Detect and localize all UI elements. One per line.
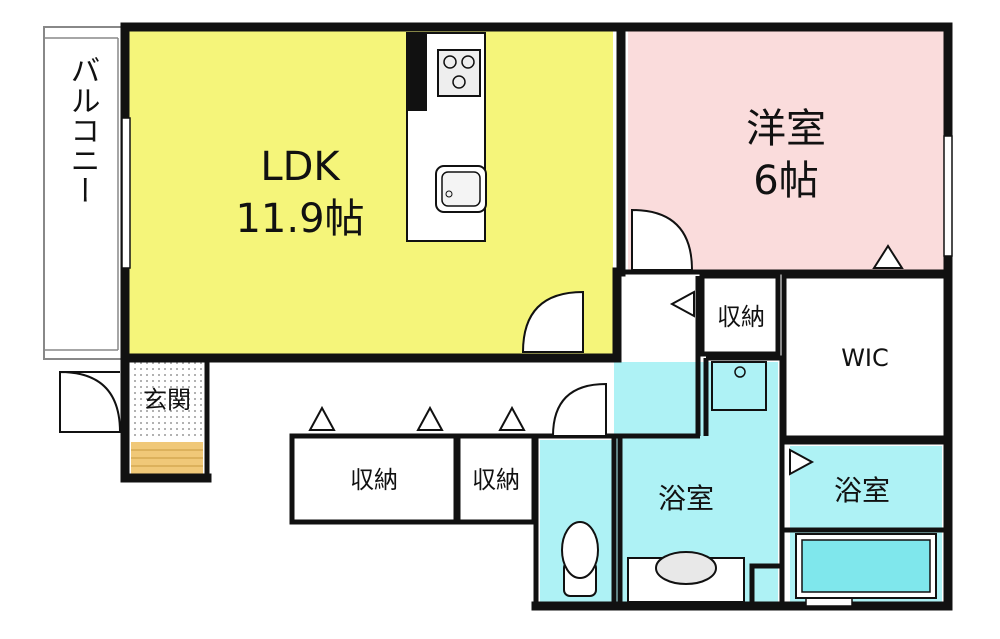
genkan-floor-stripes (131, 449, 203, 467)
toilet-icon (561, 521, 599, 597)
doors (59, 208, 694, 437)
kitchen-counter (406, 32, 487, 242)
laundry-pan-icon (711, 361, 767, 411)
washbasin-icon (627, 551, 745, 603)
balcony (43, 26, 127, 360)
storage-hall-label: 収納 (717, 303, 765, 331)
balcony-label: バルコニー (65, 55, 100, 205)
western-size: 6帖 (753, 158, 818, 204)
ldk-size: 11.9帖 (235, 196, 364, 242)
stove-icon (437, 49, 481, 97)
ldk-label: LDK (260, 144, 341, 190)
genkan-tile (131, 362, 203, 440)
windows (121, 117, 953, 607)
wic-label: WIC (841, 344, 889, 372)
bathtub-icon (795, 533, 937, 599)
ldk-room (129, 31, 613, 355)
door-markers (308, 244, 904, 476)
storage-2-label: 収納 (472, 466, 520, 494)
storage-1-label: 収納 (350, 466, 398, 494)
bath-label: 浴室 (658, 482, 714, 515)
entrance-label: 玄関 (143, 386, 191, 414)
bath-2-label: 浴室 (834, 474, 890, 507)
walls (120, 22, 953, 611)
western-label: 洋室 (746, 106, 826, 152)
